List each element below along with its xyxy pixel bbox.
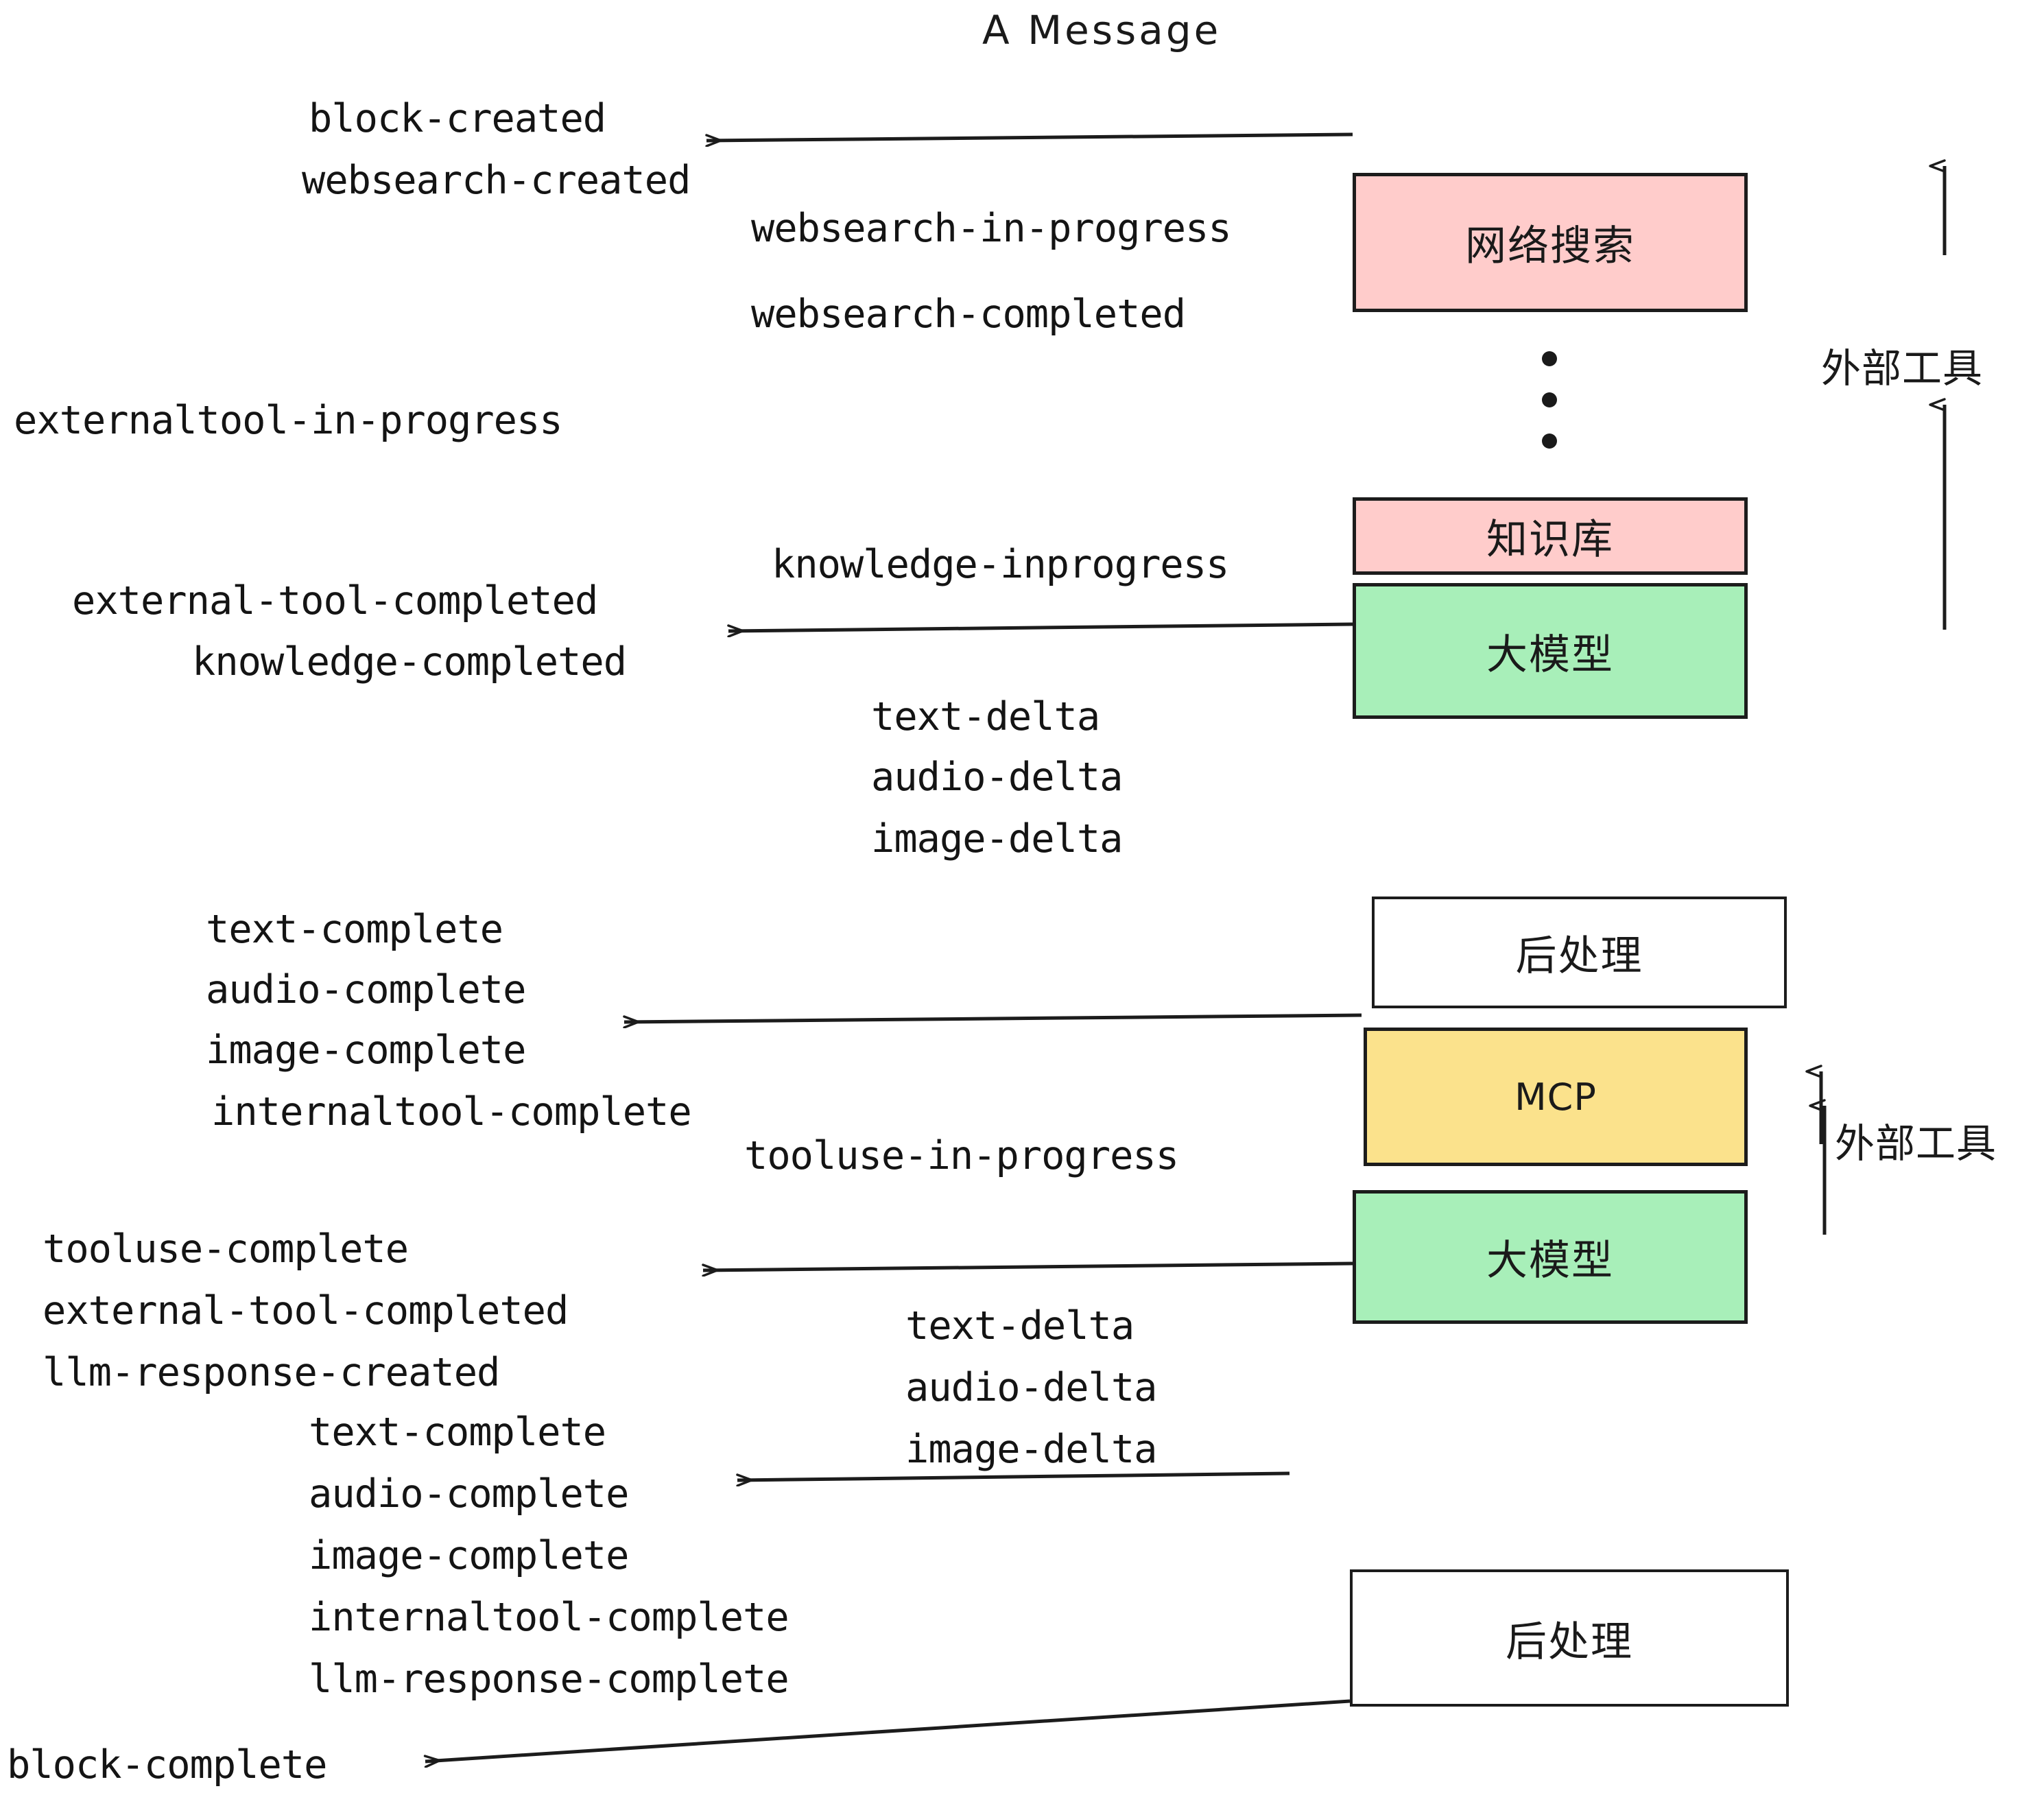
event-label-text-delta-2: text-delta	[905, 1303, 1134, 1349]
ellipsis-dot-1	[1542, 351, 1557, 366]
event-label-knowledge-inprogress: knowledge-inprogress	[772, 542, 1229, 587]
node-box-postprocess-top-label: 后处理	[1515, 932, 1643, 980]
node-box-websearch-label: 网络搜索	[1465, 222, 1635, 270]
event-label-websearch-created: websearch-created	[302, 158, 691, 203]
event-label-external-tool-completed-1: external-tool-completed	[72, 578, 598, 624]
event-label-audio-delta-2: audio-delta	[905, 1365, 1157, 1410]
arrow-knowledge-completed	[728, 622, 1353, 631]
horizontal-arrows	[425, 132, 1362, 1761]
event-label-image-complete-2: image-complete	[309, 1533, 629, 1578]
node-box-postprocess-top[interactable]: 后处理	[1372, 897, 1787, 1008]
event-label-websearch-completed: websearch-completed	[751, 292, 1186, 337]
event-label-llm-response-complete: llm-response-complete	[309, 1657, 789, 1702]
node-box-llm-bottom-label: 大模型	[1486, 1237, 1614, 1285]
event-label-externaltool-in-progress: externaltool-in-progress	[14, 398, 563, 443]
event-label-external-tool-completed-2: external-tool-completed	[43, 1288, 569, 1333]
arrow-block-complete	[425, 1699, 1351, 1761]
arrow-audio-complete	[737, 1471, 1290, 1480]
node-box-knowledge[interactable]: 知识库	[1353, 497, 1748, 575]
event-label-text-complete-1: text-complete	[206, 907, 503, 952]
side-label-external-tool-lower: 外部工具	[1835, 1120, 1997, 1167]
node-box-llm-bottom[interactable]: 大模型	[1353, 1190, 1748, 1324]
node-box-mcp[interactable]: MCP	[1364, 1028, 1748, 1166]
event-label-block-complete: block-complete	[7, 1742, 327, 1788]
event-label-knowledge-completed: knowledge-completed	[192, 639, 627, 685]
event-label-internaltool-complete-2: internaltool-complete	[309, 1595, 789, 1640]
event-label-audio-complete-1: audio-complete	[206, 967, 526, 1012]
node-box-postprocess-bottom[interactable]: 后处理	[1350, 1569, 1789, 1707]
event-label-tooluse-in-progress: tooluse-in-progress	[744, 1133, 1179, 1178]
event-label-internaltool-complete-1: internaltool-complete	[211, 1089, 692, 1135]
page-title: A Message	[982, 7, 1222, 54]
arrow-tooluse-complete	[703, 1261, 1353, 1270]
arrow-image-complete	[624, 1013, 1362, 1022]
vertical-arrows	[1821, 166, 1947, 1235]
node-box-websearch[interactable]: 网络搜索	[1353, 173, 1748, 312]
arrow-block-created	[706, 132, 1353, 141]
event-label-audio-delta-1: audio-delta	[871, 755, 1123, 800]
event-label-image-delta-1: image-delta	[871, 816, 1123, 862]
node-box-knowledge-label: 知识库	[1486, 516, 1614, 564]
ellipsis-dot-3	[1542, 434, 1557, 449]
node-box-mcp-label: MCP	[1514, 1075, 1597, 1119]
node-box-llm-top-label: 大模型	[1486, 630, 1614, 679]
side-label-external-tool-upper: 外部工具	[1821, 345, 1984, 392]
event-label-block-created: block-created	[309, 96, 606, 141]
event-label-image-complete-1: image-complete	[206, 1028, 526, 1073]
ellipsis-dot-2	[1542, 392, 1557, 407]
event-label-audio-complete-2: audio-complete	[309, 1471, 629, 1517]
event-label-text-delta-1: text-delta	[871, 694, 1100, 739]
event-label-image-delta-2: image-delta	[905, 1427, 1157, 1472]
node-box-llm-top[interactable]: 大模型	[1353, 583, 1748, 719]
node-box-postprocess-bottom-label: 后处理	[1506, 1617, 1633, 1666]
event-label-websearch-in-progress: websearch-in-progress	[751, 206, 1232, 251]
event-label-text-complete-2: text-complete	[309, 1410, 606, 1455]
event-label-llm-response-created: llm-response-created	[43, 1350, 500, 1395]
event-label-tooluse-complete: tooluse-complete	[43, 1226, 409, 1272]
